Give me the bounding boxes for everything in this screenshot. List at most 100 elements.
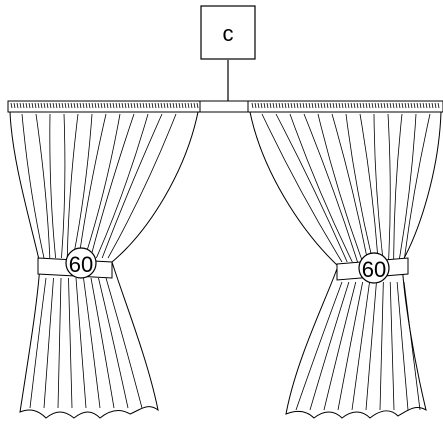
rod-gather-mark (181, 102, 184, 109)
label-box-frame (200, 5, 256, 60)
pleat-fold (57, 277, 62, 409)
rod-gather-mark (91, 102, 94, 109)
rod-gather-mark (34, 102, 37, 109)
rod-gather-mark (169, 102, 172, 109)
pleat-fold (90, 277, 115, 409)
rod-gather-mark (326, 102, 329, 109)
rod-gather-mark (106, 102, 109, 109)
rod-gather-mark (124, 102, 127, 109)
rod-gather-mark (115, 102, 118, 109)
rod-gather-mark (25, 102, 28, 109)
rod-gather-mark (386, 102, 389, 109)
pleat-fold (351, 281, 370, 411)
rod-gather-mark (269, 102, 272, 109)
rod-gather-mark (82, 102, 85, 109)
rod-gather-mark (55, 102, 58, 109)
pleat-fold (101, 113, 163, 259)
pleat-fold (331, 113, 369, 263)
rod-gather-mark (317, 102, 320, 109)
pleat-fold (98, 277, 129, 409)
rod-gather-mark (118, 102, 121, 109)
rod-gather-mark (347, 102, 350, 109)
rod-gather-mark (365, 102, 368, 109)
pleat-fold (105, 277, 143, 409)
pleat-fold (43, 277, 54, 409)
rod-gather-mark (184, 102, 187, 109)
rod-gather-mark (338, 102, 341, 109)
rod-gather-mark (272, 102, 275, 109)
rod-gather-mark (323, 102, 326, 109)
curtain-rod (7, 100, 443, 113)
rod-gather-mark (254, 102, 257, 109)
rod-gather-mark (380, 102, 383, 109)
rod-gather-mark (434, 102, 437, 109)
rod-gather-mark (431, 102, 434, 109)
pleat-fold (83, 277, 101, 409)
rod-gather-mark (94, 102, 97, 109)
left-tieback-label: 60 (69, 252, 93, 277)
rod-gather-mark (356, 102, 359, 109)
rod-gather-mark (28, 102, 31, 109)
rod-gather-mark (76, 102, 79, 109)
rod-gather-mark (163, 102, 166, 109)
left-tieback-circle (65, 247, 97, 279)
rod-gather-mark (79, 102, 82, 109)
rod-gather-mark (160, 102, 163, 109)
rod-gathers-right (251, 102, 440, 109)
rod-gather-mark (353, 102, 356, 109)
pleat-fold (359, 113, 379, 263)
rod-gather-mark (61, 102, 64, 109)
rod-gather-mark (193, 102, 196, 109)
rod-gather-mark (383, 102, 386, 109)
rod-gather-mark (178, 102, 181, 109)
pleat-fold (323, 281, 357, 411)
pleat-fold (345, 113, 374, 263)
rod-gather-mark (64, 102, 67, 109)
pleat-fold (261, 113, 343, 263)
rod-gather-mark (151, 102, 154, 109)
label-box-text: c (223, 21, 234, 46)
rod-gather-mark (112, 102, 115, 109)
pleat-fold (337, 281, 364, 411)
rod-gather-mark (335, 102, 338, 109)
rod-gather-mark (16, 102, 19, 109)
rod-gather-mark (103, 102, 106, 109)
rod-gather-mark (175, 102, 178, 109)
rod-gather-mark (359, 102, 362, 109)
rod-gather-mark (389, 102, 392, 109)
rod-gather-mark (22, 102, 25, 109)
pleat-fold (72, 113, 93, 259)
rod-gather-mark (368, 102, 371, 109)
rod-gather-mark (100, 102, 103, 109)
rod-gather-mark (251, 102, 254, 109)
rod-gather-mark (281, 102, 284, 109)
rod-gather-mark (407, 102, 410, 109)
rod-gather-mark (284, 102, 287, 109)
rod-gather-mark (257, 102, 260, 109)
pleat-fold (61, 113, 66, 259)
rod-gather-mark (121, 102, 124, 109)
pleat-fold (68, 277, 73, 409)
rod-gather-mark (10, 102, 13, 109)
rod-gather-mark (371, 102, 374, 109)
rod-gather-mark (344, 102, 347, 109)
rod-gather-mark (109, 102, 112, 109)
pleat-fold (275, 113, 348, 263)
rod-gather-mark (320, 102, 323, 109)
pleat-fold (365, 281, 377, 411)
right-curtain-lower-folds (295, 281, 421, 411)
rod-gather-mark (70, 102, 73, 109)
rod-gather-mark (401, 102, 404, 109)
rod-gather-mark (88, 102, 91, 109)
rod-gather-mark (148, 102, 151, 109)
rod-gather-mark (85, 102, 88, 109)
pleat-fold (387, 113, 391, 263)
rod-gather-mark (395, 102, 398, 109)
rod-gather-mark (311, 102, 314, 109)
rod-gather-mark (422, 102, 425, 109)
pleat-fold (309, 281, 350, 411)
rod-gather-mark (13, 102, 16, 109)
rod-gather-mark (278, 102, 281, 109)
rod-gather-mark (46, 102, 49, 109)
